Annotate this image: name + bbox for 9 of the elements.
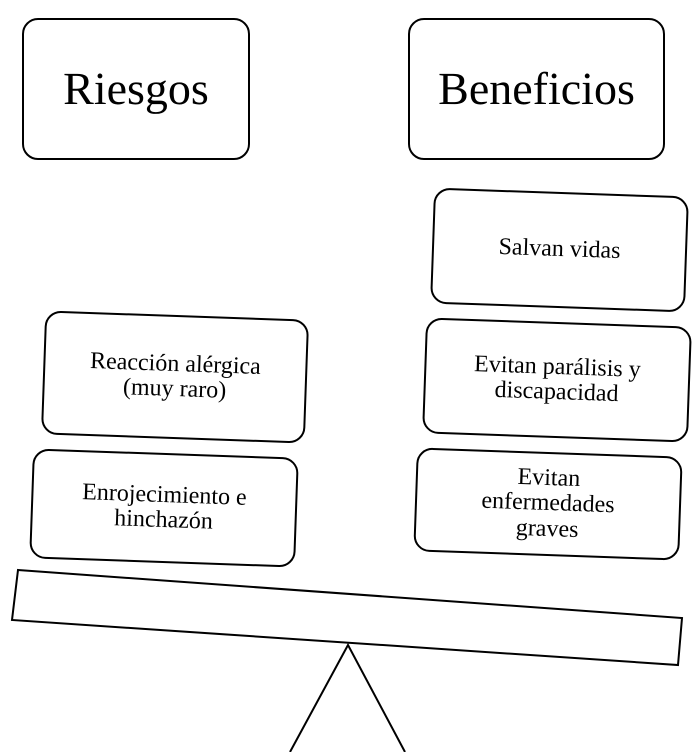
category-box (22, 18, 250, 160)
label-text: Riesgos (63, 64, 209, 114)
label-text: Reacción alérgica (muy raro) (88, 348, 262, 406)
label-text: Enrojecimiento e hinchazón (80, 479, 248, 537)
label-text: Evitan enfermedades graves (480, 463, 616, 545)
label-text: Salvan vidas (498, 235, 621, 265)
label-text: Beneficios (438, 64, 635, 114)
category-box (408, 18, 665, 160)
label-text: Evitan parálisis y discapacidad (472, 351, 642, 409)
